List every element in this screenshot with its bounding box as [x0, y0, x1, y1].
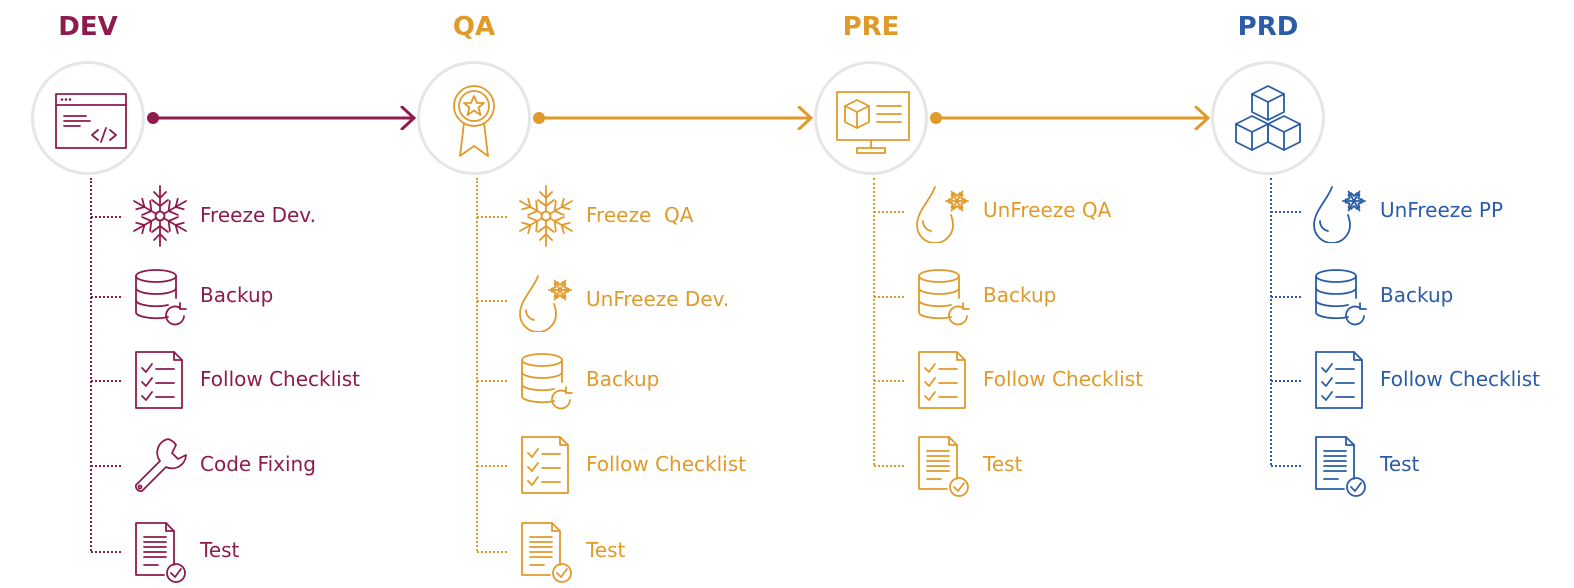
checklist-icon	[135, 351, 183, 409]
step-connector	[477, 380, 507, 382]
flow-arrow-pre-to-prd	[930, 106, 1211, 130]
step-label: Backup	[586, 367, 660, 391]
database-backup-icon	[135, 269, 187, 326]
step-label: Follow Checklist	[1380, 367, 1540, 391]
step-connector	[477, 216, 507, 218]
stage-title-prd: PRD	[1237, 12, 1299, 42]
step-label: Backup	[1380, 283, 1454, 307]
step-connector	[874, 211, 904, 213]
step-connector	[1271, 380, 1301, 382]
step-connector	[91, 296, 121, 298]
stage-title-dev: DEV	[58, 12, 118, 42]
checklist-icon	[918, 351, 966, 409]
step-label: Freeze QA	[586, 203, 694, 227]
step-connector	[874, 296, 904, 298]
step-label: Follow Checklist	[586, 452, 746, 476]
timeline-line-pre	[873, 178, 875, 465]
monitor-cube-icon	[836, 91, 910, 154]
step-connector	[874, 465, 904, 467]
database-backup-icon	[1315, 269, 1367, 326]
step-label: Test	[200, 538, 240, 562]
award-ribbon-icon	[453, 85, 495, 157]
stage-title-pre: PRE	[842, 12, 900, 42]
step-label: UnFreeze PP	[1380, 198, 1504, 222]
step-label: Backup	[983, 283, 1057, 307]
melting-drop-icon	[519, 275, 572, 332]
step-label: Test	[1380, 452, 1420, 476]
step-label: Backup	[200, 283, 274, 307]
test-document-icon	[1315, 436, 1366, 497]
melting-drop-icon	[1313, 186, 1366, 243]
step-connector	[1271, 465, 1301, 467]
step-label: UnFreeze QA	[983, 198, 1112, 222]
step-connector	[477, 551, 507, 553]
step-label: Follow Checklist	[983, 367, 1143, 391]
flow-arrow-qa-to-pre	[533, 106, 814, 130]
step-label: UnFreeze Dev.	[586, 287, 730, 311]
database-backup-icon	[918, 269, 970, 326]
melting-drop-icon	[916, 186, 969, 243]
step-label: Code Fixing	[200, 452, 316, 476]
stage-node-prd	[1211, 61, 1325, 175]
step-connector	[477, 300, 507, 302]
code-window-icon	[55, 93, 127, 149]
step-connector	[874, 380, 904, 382]
snowflake-icon	[133, 185, 187, 247]
step-connector	[1271, 211, 1301, 213]
stage-title-qa: QA	[452, 12, 496, 42]
checklist-icon	[1315, 351, 1363, 409]
step-label: Freeze Dev.	[200, 203, 316, 227]
stage-node-qa	[417, 61, 531, 175]
cubes-icon	[1235, 85, 1301, 151]
step-label: Test	[586, 538, 626, 562]
stage-node-dev	[31, 61, 145, 175]
flow-arrow-dev-to-qa	[147, 106, 417, 130]
step-connector	[1271, 296, 1301, 298]
snowflake-icon	[519, 185, 573, 247]
timeline-line-prd	[1270, 178, 1272, 465]
step-connector	[91, 551, 121, 553]
test-document-icon	[135, 522, 186, 583]
test-document-icon	[918, 436, 969, 497]
stage-node-pre	[814, 61, 928, 175]
step-connector	[477, 465, 507, 467]
wrench-icon	[135, 438, 187, 492]
step-connector	[91, 216, 121, 218]
step-label: Test	[983, 452, 1023, 476]
timeline-line-qa	[476, 178, 478, 551]
checklist-icon	[521, 436, 569, 494]
test-document-icon	[521, 522, 572, 583]
step-connector	[91, 465, 121, 467]
step-connector	[91, 380, 121, 382]
step-label: Follow Checklist	[200, 367, 360, 391]
timeline-line-dev	[90, 178, 92, 551]
database-backup-icon	[521, 353, 573, 410]
